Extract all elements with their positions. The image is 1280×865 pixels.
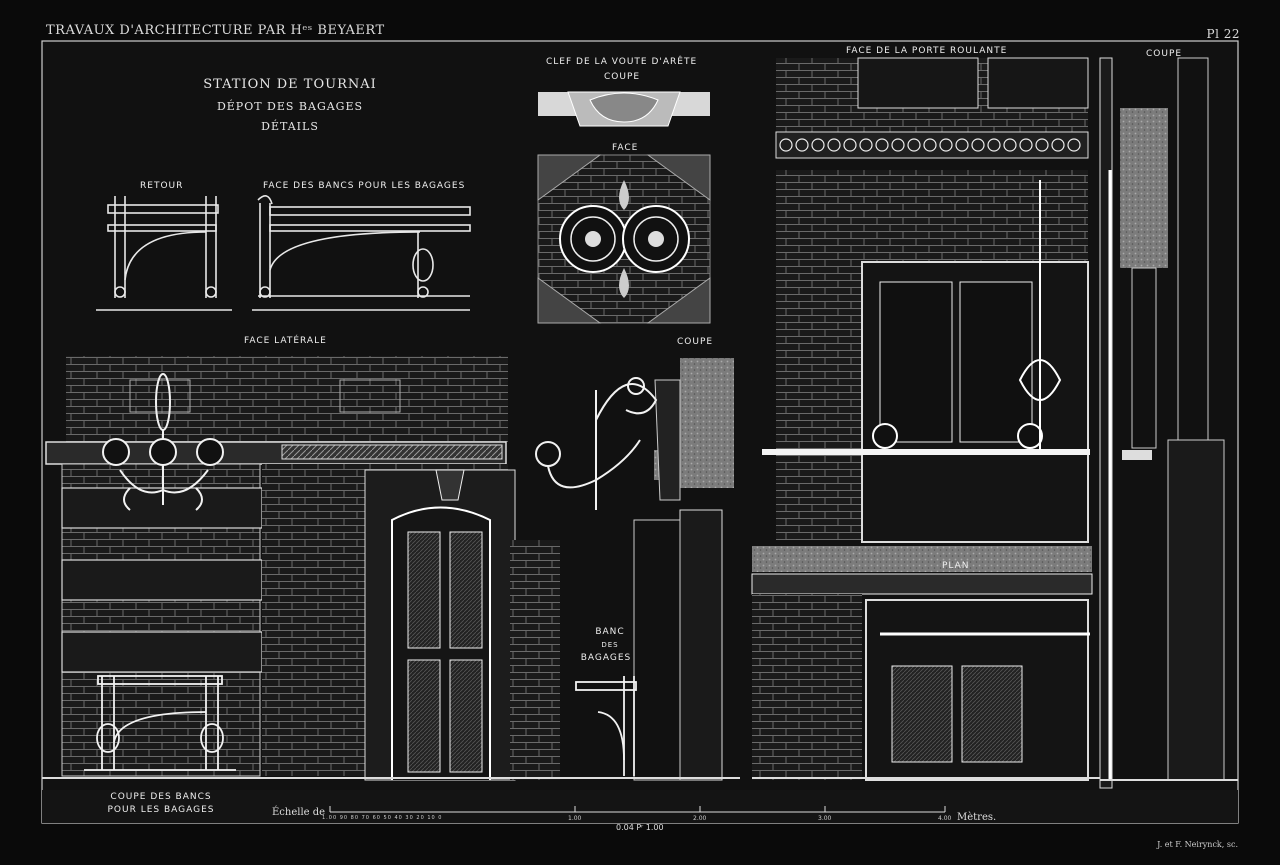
cornice-dentil xyxy=(859,138,873,152)
cornice-dentil xyxy=(971,138,985,152)
cornice-dentil xyxy=(1019,138,1033,152)
scale-ratio: 0.04 Pʳ 1.00 xyxy=(616,823,664,832)
keystone-section-drawing xyxy=(538,91,710,127)
scale-prefix: Échelle de xyxy=(272,807,326,818)
scale-tick-1: 1.00 xyxy=(568,815,582,822)
right-section-drawing xyxy=(1099,57,1238,789)
cornice-dentil xyxy=(891,138,905,152)
bench-detail-middle xyxy=(575,676,637,776)
scale-tick-4: 4.00 xyxy=(938,815,952,822)
middle-section-drawing xyxy=(566,358,740,781)
scale-tick-2: 2.00 xyxy=(693,815,707,822)
cornice-dentil xyxy=(1035,138,1049,152)
label-coupe-right: COUPE xyxy=(1146,49,1183,59)
cornice-dentil xyxy=(779,138,793,152)
cornice-dentil xyxy=(1003,138,1017,152)
label-coupe-bancs-2: POUR LES BAGAGES xyxy=(107,805,215,815)
wall-lantern-middle xyxy=(535,377,658,510)
scale-tick-3: 3.00 xyxy=(818,815,832,822)
title-line-2: DÉPOT DES BAGAGES xyxy=(216,100,364,113)
cornice-dentil xyxy=(827,138,841,152)
cornice-dentil xyxy=(987,138,1001,152)
cornice-dentil xyxy=(843,138,857,152)
keystone-face-drawing xyxy=(537,154,711,324)
label-face-laterale: FACE LATÉRALE xyxy=(244,336,327,346)
scale-bar xyxy=(329,806,946,813)
label-banc-1: BANC xyxy=(595,627,625,637)
label-banc-2: DES xyxy=(601,641,619,649)
ground-strip xyxy=(42,790,1238,823)
cornice-dentil xyxy=(795,138,809,152)
cornice-dentil xyxy=(1051,138,1065,152)
label-clef-voute: CLEF DE LA VOUTE D'ARÊTE xyxy=(546,57,698,67)
lateral-facade-drawing xyxy=(42,356,566,781)
cornice-dentil xyxy=(923,138,937,152)
label-coupe-top: COUPE xyxy=(604,72,641,82)
wall-lantern-left xyxy=(102,373,224,511)
label-retour: RETOUR xyxy=(140,181,184,191)
label-coupe-mid: COUPE xyxy=(677,337,714,347)
cornice-dentil xyxy=(875,138,889,152)
scale-small-ticks: 1.00 90 80 70 60 50 40 30 20 10 0 xyxy=(322,815,443,821)
scale-unit: Mètres. xyxy=(957,812,997,823)
cornice-dentil xyxy=(1067,138,1081,152)
rolling-door-elevation xyxy=(751,57,1100,781)
cornice-dentil xyxy=(811,138,825,152)
label-plan: PLAN xyxy=(942,561,970,571)
bench-section-drawing xyxy=(84,675,236,771)
cornice-dentil xyxy=(907,138,921,152)
label-face-clef: FACE xyxy=(612,143,639,153)
cornice-dentil xyxy=(939,138,953,152)
label-coupe-bancs-1: COUPE DES BANCS xyxy=(110,792,212,802)
header-title: TRAVAUX D'ARCHITECTURE PAR Hᵉˢ BEYAERT xyxy=(46,23,385,38)
title-line-3: DÉTAILS xyxy=(261,120,319,133)
label-face-porte: FACE DE LA PORTE ROULANTE xyxy=(846,46,1008,56)
bench-retour-drawing xyxy=(96,196,232,311)
plate-number: Pl 22 xyxy=(1206,27,1240,41)
cornice-dentil xyxy=(955,138,969,152)
engraver-credit: J. et F. Neirynck, sc. xyxy=(1157,840,1238,849)
title-line-1: STATION DE TOURNAI xyxy=(203,77,377,92)
label-face-bancs: FACE DES BANCS POUR LES BAGAGES xyxy=(263,181,466,191)
label-banc-3: BAGAGES xyxy=(580,653,632,663)
bench-face-drawing xyxy=(252,195,471,311)
